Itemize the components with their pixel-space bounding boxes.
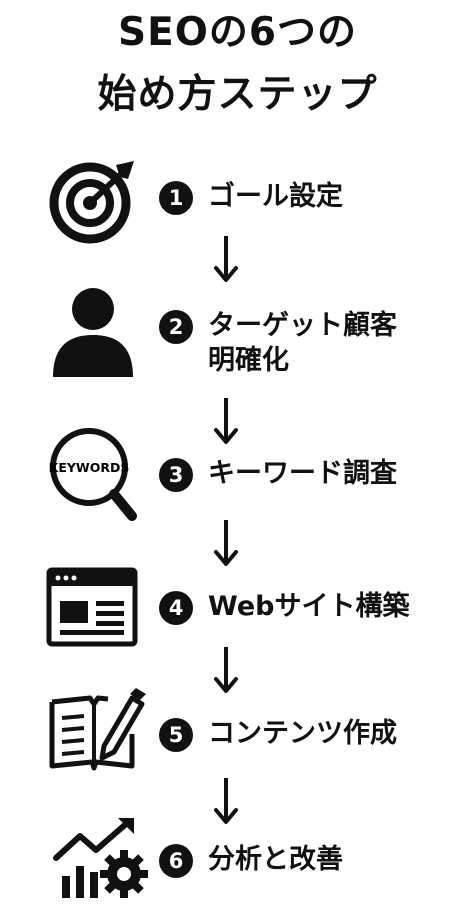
step-1-badge: 1 (159, 181, 193, 215)
step-2-badge: 2 (159, 310, 193, 344)
step-4-badge: 4 (159, 591, 193, 625)
growth-chart-gear-icon (53, 818, 148, 898)
browser-window-icon (46, 567, 138, 647)
step-1-label: ゴール設定 (208, 181, 343, 212)
arrow-down-icon (214, 520, 238, 566)
keywords-magnifier-icon: KEYWORDS (49, 428, 137, 521)
arrow-down-icon (214, 398, 238, 444)
step-5-label: コンテンツ作成 (208, 718, 397, 749)
step-6-badge: 6 (159, 844, 193, 878)
step-4-label: Webサイト構築 (208, 591, 410, 622)
step-5-badge: 5 (159, 718, 193, 752)
step-2-label-line-1: ターゲット顧客 (208, 310, 397, 341)
arrow-down-icon (214, 236, 238, 282)
step-3-badge: 3 (159, 458, 193, 492)
keywords-icon-text: KEYWORDS (49, 460, 130, 475)
title-line-1: SEOの6つの (117, 10, 358, 55)
step-3-label: キーワード調査 (208, 458, 397, 489)
arrow-down-icon (214, 778, 238, 824)
arrow-down-icon (214, 647, 238, 693)
title-line-2: 始め方ステップ (97, 72, 378, 117)
step-6-label: 分析と改善 (208, 844, 343, 875)
notebook-pencil-icon (49, 688, 146, 771)
target-icon (49, 161, 134, 244)
step-2-label-line-2: 明確化 (208, 345, 289, 376)
person-icon (53, 288, 133, 377)
